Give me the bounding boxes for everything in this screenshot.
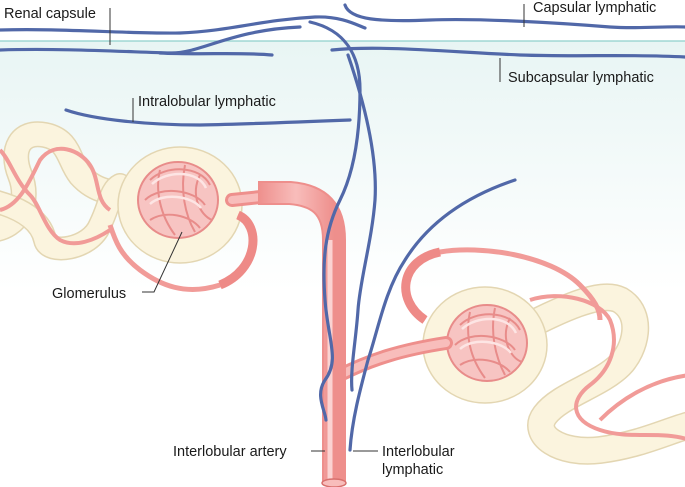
intralobular-lymphatic-vessel [64,108,352,127]
interlobular-lymphatic-vessel [348,178,517,452]
interlobular-artery [258,181,347,487]
labels: Renal capsule Capsular lymphatic Subcaps… [4,0,656,478]
right-peritubular-vessel [529,294,685,441]
capsular-lymphatic-vessel [343,3,685,30]
label-glomerulus: Glomerulus [52,286,126,302]
label-renal-capsule: Renal capsule [4,6,96,22]
label-interlobular-artery: Interlobular artery [173,444,287,460]
artery-cut-end [321,478,347,487]
renal-capsule-vessel [0,15,367,35]
right-glomerulus [446,304,528,382]
interlobular-lymphatic-vessel-left [308,20,362,422]
label-interlobular-lymphatic-2: lymphatic [382,462,443,478]
right-nephron [401,247,685,465]
leader-glomerulus [142,231,183,293]
left-glomerulus [137,161,219,239]
label-subcapsular-lymphatic: Subcapsular lymphatic [508,70,654,86]
left-peritubular-vessel [0,146,112,212]
label-intralobular-lymphatic: Intralobular lymphatic [138,94,276,110]
lymphatic-vessels [0,3,685,452]
left-nephron [0,121,258,292]
subcapsular-lymphatic-vessel [330,46,685,59]
label-capsular-lymphatic: Capsular lymphatic [533,0,656,16]
label-interlobular-lymphatic-1: Interlobular [382,444,455,460]
